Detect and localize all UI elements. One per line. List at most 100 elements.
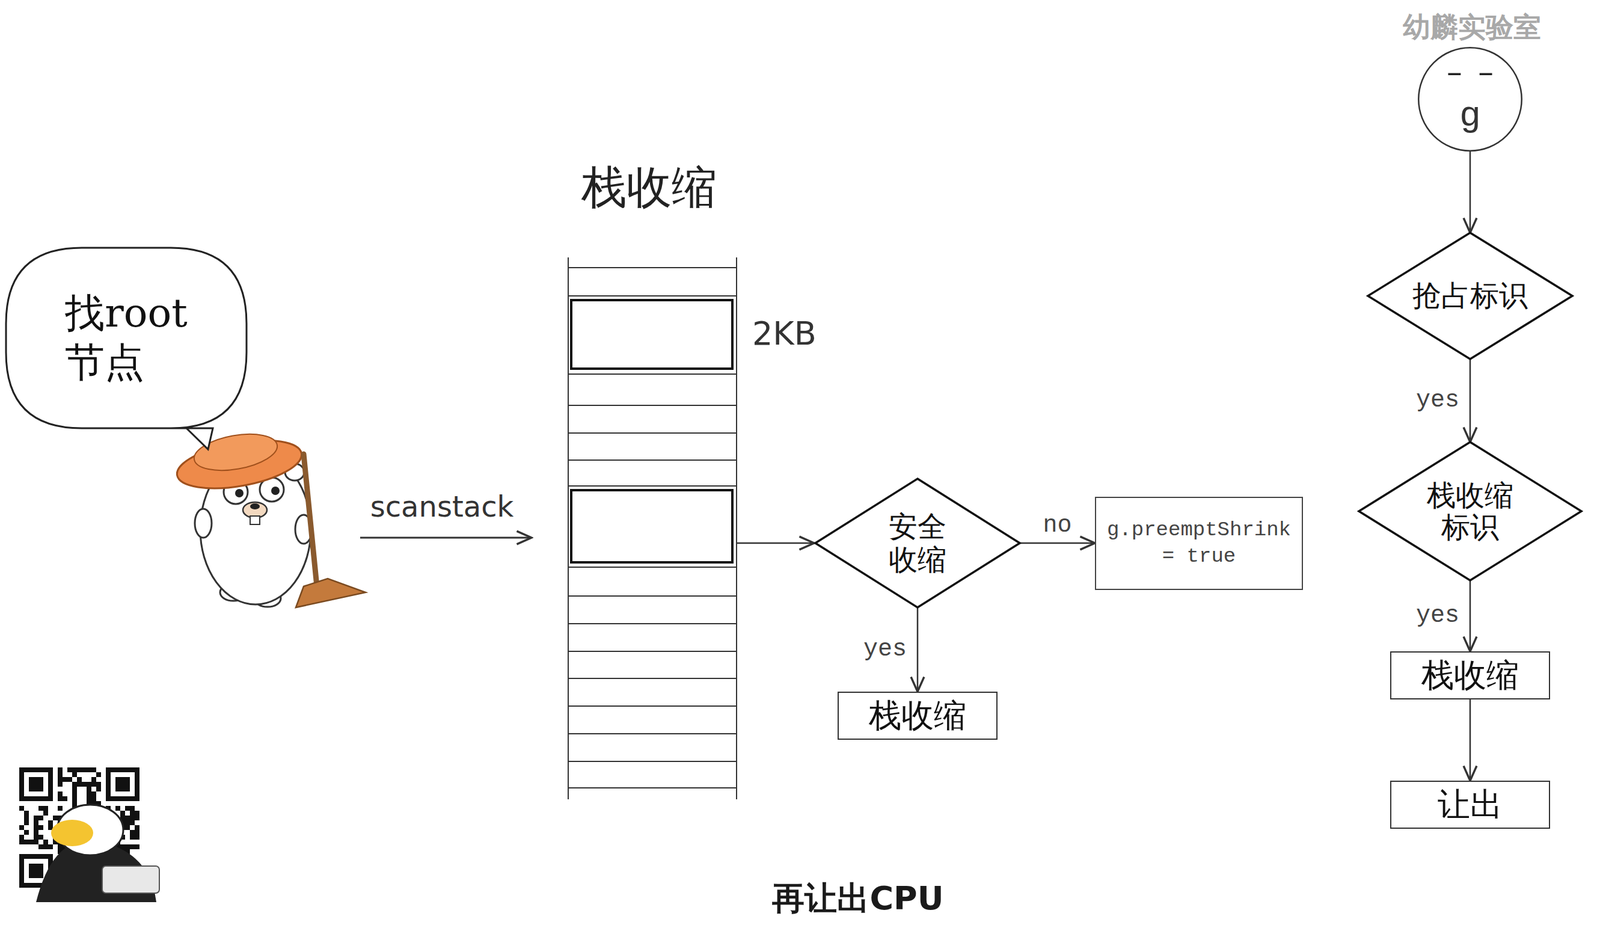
- qr-module: [125, 820, 130, 825]
- qr-module: [86, 767, 92, 773]
- diamond-path: [1367, 232, 1573, 359]
- node-text: 安全收缩: [885, 509, 950, 577]
- qr-module: [43, 805, 49, 811]
- decision-diamond: 栈收缩标识: [1358, 441, 1582, 581]
- qr-module: [81, 781, 87, 787]
- stack-line: [568, 650, 737, 652]
- stack-line: [568, 595, 737, 597]
- process-box: 让出: [1390, 780, 1551, 829]
- qr-module: [72, 786, 77, 792]
- stack-line: [568, 622, 737, 625]
- caption: 再让出CPU: [772, 880, 944, 916]
- circle-path: [1418, 47, 1522, 151]
- watermark: 幼麟实验室: [1402, 11, 1542, 44]
- text-block: 栈收缩标识: [1423, 479, 1517, 543]
- qr-module: [57, 791, 63, 797]
- stack-line: [568, 459, 737, 461]
- qr-finder: [19, 767, 53, 801]
- stack-line: [568, 787, 737, 789]
- diamond-path: [815, 478, 1020, 608]
- qr-module: [125, 815, 130, 821]
- broom-head: [295, 578, 366, 608]
- qr-module: [91, 791, 97, 797]
- qr-module: [96, 786, 102, 792]
- gopher-arm: [194, 508, 212, 538]
- text-block: 找root 节点: [64, 288, 188, 388]
- qr-module: [48, 844, 53, 850]
- qr-module: [120, 810, 126, 816]
- goroutine-circle: g: [1417, 46, 1523, 152]
- node-text: 抢占标识: [1412, 278, 1528, 313]
- qr-module: [38, 834, 44, 840]
- qr-module: [86, 786, 92, 792]
- qr-module: [91, 776, 97, 782]
- qr-module: [91, 767, 97, 773]
- qr-module: [67, 776, 73, 782]
- qr-module: [33, 834, 39, 840]
- node-text: 栈收缩: [1421, 655, 1519, 696]
- qr-module: [96, 772, 102, 777]
- speech-bubble: 找root 节点: [6, 247, 247, 429]
- qr-module: [134, 824, 140, 830]
- qr-module: [48, 820, 53, 825]
- qr-module: [86, 796, 92, 801]
- qr-module: [129, 834, 135, 840]
- text-block: 让出: [1437, 785, 1503, 825]
- text-block: 安全收缩: [885, 509, 950, 577]
- stack-line: [568, 566, 737, 568]
- connector-arrow: [1469, 358, 1472, 442]
- connector-arrow: [1469, 699, 1472, 781]
- text-block: 栈收缩: [1421, 655, 1519, 696]
- qr-module: [38, 805, 44, 811]
- qr-module: [24, 839, 29, 845]
- qr-module: [19, 834, 25, 840]
- qr-module: [125, 805, 130, 811]
- node-text: 栈收缩: [868, 696, 967, 736]
- qr-module: [43, 810, 49, 816]
- stack-wall: [567, 257, 569, 800]
- qr-module: [57, 767, 63, 773]
- qr-module: [134, 834, 140, 840]
- qr-module: [38, 824, 44, 830]
- qr-module: [129, 829, 135, 835]
- gopher-pupil: [235, 488, 244, 498]
- node-text: 栈收缩标识: [1423, 479, 1517, 543]
- qr-module: [38, 844, 44, 850]
- qr-module: [57, 772, 63, 777]
- diamond-path: [1358, 441, 1582, 581]
- function-label: scanstack: [370, 490, 515, 524]
- edge-label: yes: [1413, 386, 1462, 415]
- qr-module: [24, 829, 29, 835]
- connector-arrow: [1469, 580, 1472, 652]
- stack-to-decision-arrow: [736, 542, 815, 545]
- mascot-illustration: [36, 804, 160, 902]
- qr-module: [28, 839, 34, 845]
- process-box: g.preemptShrink = true: [1094, 496, 1303, 590]
- gopher-pupil: [271, 486, 280, 495]
- gopher-nose: [250, 503, 260, 510]
- qr-module: [129, 844, 135, 850]
- qr-module: [76, 776, 82, 782]
- qr-module: [86, 791, 92, 797]
- qr-module: [24, 820, 29, 825]
- stack-line: [568, 677, 737, 679]
- mascot-laptop: [102, 865, 160, 893]
- qr-module: [129, 805, 135, 811]
- qr-finder: [105, 767, 140, 801]
- qr-module: [57, 781, 63, 787]
- bubble-path: [6, 247, 247, 450]
- qr-module: [33, 815, 39, 821]
- stack-illustration: [568, 257, 737, 800]
- node-text: g.preemptShrink = true: [1106, 516, 1291, 570]
- qr-module: [57, 796, 63, 801]
- qr-module: [76, 767, 82, 773]
- qr-module: [33, 824, 39, 830]
- qr-module: [33, 820, 39, 825]
- decision-diamond: 安全收缩: [815, 478, 1020, 608]
- qr-finder: [28, 863, 44, 878]
- gopher-illustration: [173, 428, 366, 608]
- text-block: g.preemptShrink = true: [1106, 516, 1291, 570]
